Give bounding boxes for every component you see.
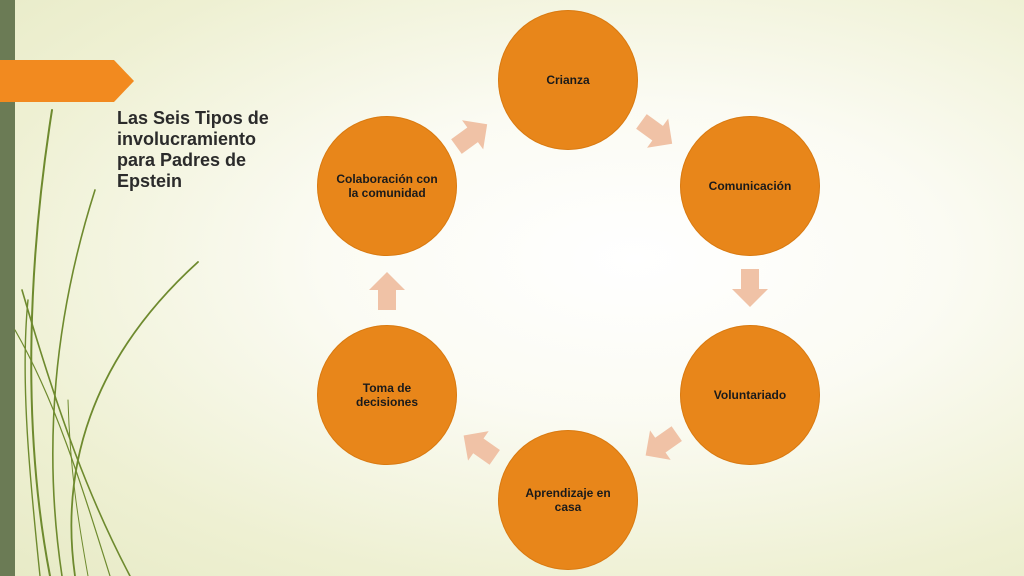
node-toma-label: Toma de decisiones	[355, 381, 419, 409]
slide-title: Las Seis Tipos de involucramiento para P…	[117, 108, 269, 191]
arrow-aprendizaje-to-toma	[463, 431, 500, 465]
side-bar	[0, 0, 15, 576]
arrow-toma-to-colaboracion	[369, 272, 405, 310]
node-crianza: Crianza	[498, 10, 638, 150]
node-toma-de-decisiones: Toma de decisiones	[317, 325, 457, 465]
node-voluntariado-label: Voluntariado	[713, 388, 787, 402]
grass-decoration	[14, 109, 199, 576]
node-comunicacion: Comunicación	[680, 116, 820, 256]
node-crianza-label: Crianza	[546, 73, 590, 87]
node-comunicacion-label: Comunicación	[708, 179, 792, 193]
node-colaboracion: Colaboración con la comunidad	[317, 116, 457, 256]
node-aprendizaje: Aprendizaje en casa	[498, 430, 638, 570]
node-voluntariado: Voluntariado	[680, 325, 820, 465]
node-aprendizaje-label: Aprendizaje en casa	[525, 486, 611, 514]
accent-tab	[0, 60, 134, 102]
node-colaboracion-label: Colaboración con la comunidad	[336, 172, 438, 200]
arrow-colaboracion-to-crianza	[451, 120, 488, 154]
arrow-voluntariado-to-aprendizaje	[645, 426, 682, 460]
arrow-crianza-to-comunicacion	[636, 114, 673, 148]
arrow-comunicacion-to-voluntariado	[732, 269, 768, 307]
